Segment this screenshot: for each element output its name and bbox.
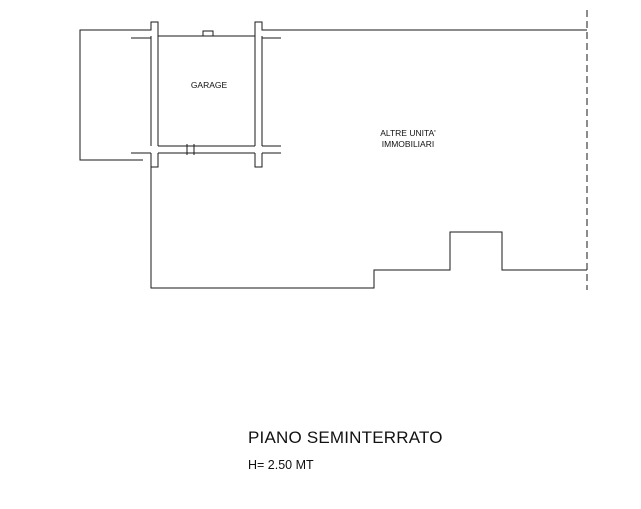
garage-label: GARAGE <box>191 80 228 90</box>
floor-title: PIANO SEMINTERRATO <box>248 428 443 447</box>
floor-height: H= 2.50 MT <box>248 458 314 472</box>
other-units-label-line2: IMMOBILIARI <box>382 139 434 149</box>
other-units-label-line1: ALTRE UNITA' <box>380 128 436 138</box>
left-annex-walls <box>79 29 143 161</box>
top-vent <box>202 30 214 36</box>
outer-perimeter-walls <box>150 29 587 289</box>
garage-walls <box>131 21 281 168</box>
garage-door-marks <box>186 144 195 155</box>
